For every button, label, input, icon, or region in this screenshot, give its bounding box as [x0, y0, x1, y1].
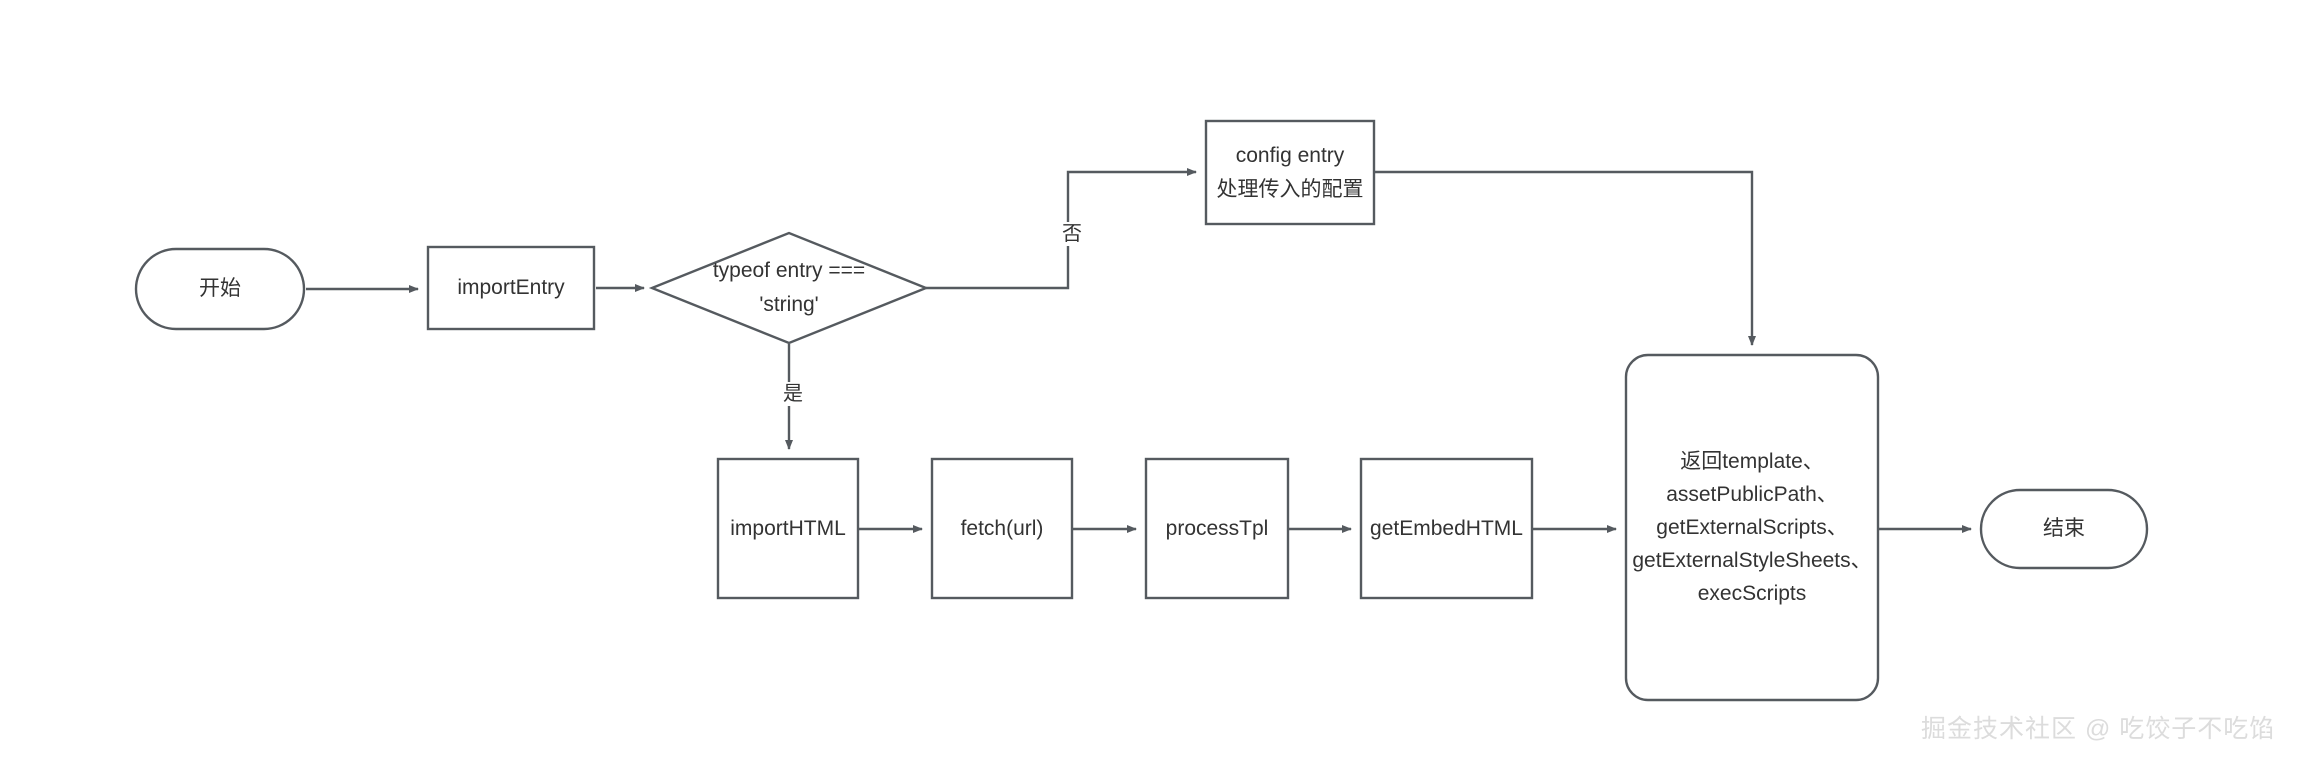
- node-start-shape[interactable]: [134, 247, 306, 331]
- node-getembedhtml-shape[interactable]: [1359, 457, 1534, 600]
- watermark-text: 掘金技术社区 @ 吃饺子不吃馅: [1921, 715, 2276, 743]
- edge-label-no: 否: [1056, 222, 1088, 246]
- edge-configentry-to-result: [1375, 170, 1756, 346]
- node-result-shape[interactable]: [1624, 353, 1880, 702]
- node-processtpl-shape[interactable]: [1144, 457, 1290, 600]
- node-end-shape[interactable]: [1979, 488, 2149, 570]
- edge-label-yes: 是: [777, 382, 809, 406]
- node-configentry-shape[interactable]: [1204, 119, 1376, 226]
- node-importhtml-shape[interactable]: [716, 457, 860, 600]
- node-decision-shape[interactable]: [648, 231, 930, 345]
- node-importentry-shape[interactable]: [426, 245, 596, 331]
- node-fetchurl-shape[interactable]: [930, 457, 1074, 600]
